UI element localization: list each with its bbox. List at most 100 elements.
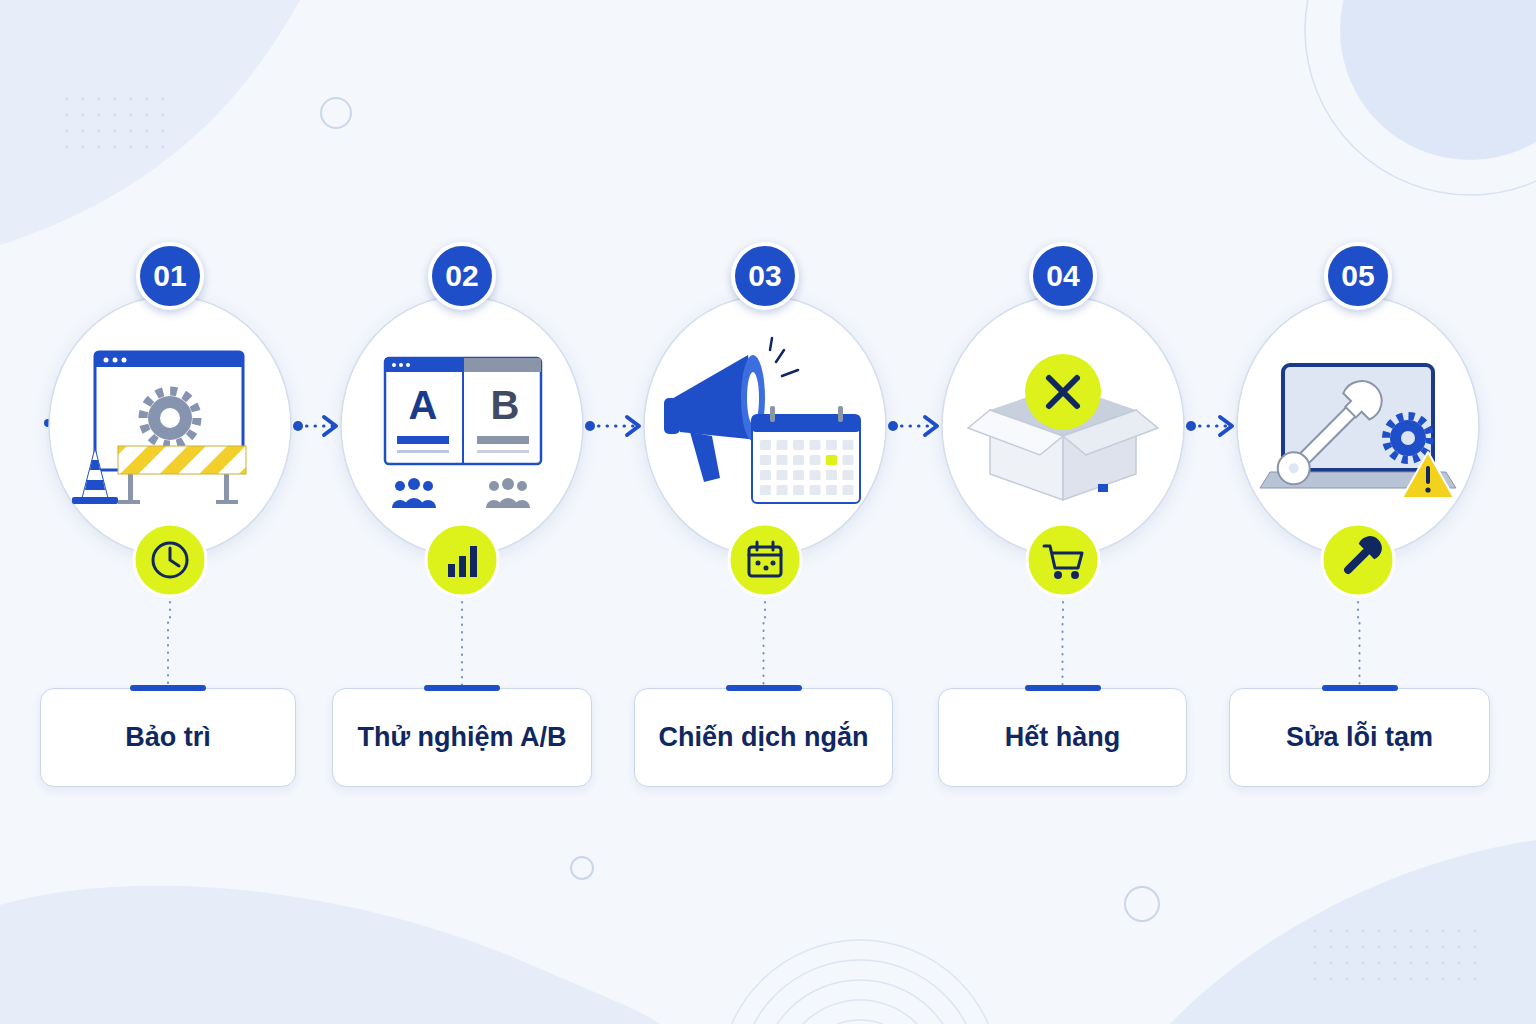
cart-icon [1056,573,1061,578]
circle-outline [49,296,291,556]
wrench-icon [1342,549,1369,576]
ab-test-illustration [477,436,529,444]
hotfix-illustration [1260,472,1456,488]
campaign-illustration [843,440,854,450]
maintenance-illustration [82,448,108,498]
background-blobs [760,980,960,1024]
campaign-illustration [810,455,821,465]
calendar-icon [756,542,759,550]
hotfix-illustration [1271,446,1316,491]
maintenance-illustration [72,352,246,504]
accent-bar [424,685,500,691]
background-blobs [571,857,593,879]
campaign-illustration [793,455,804,465]
step-number: 04 [1029,242,1097,310]
maintenance-illustration [95,352,243,470]
step-circle: 04 [941,295,1185,557]
hotfix-illustration [1336,373,1389,426]
calendar-icon [749,554,781,557]
step-label-box: Chiến dịch ngắn [634,688,893,787]
campaign-illustration [826,470,837,480]
step-label: Thử nghiệm A/B [357,722,566,753]
accent-bar [130,685,206,691]
background-blobs [55,85,165,155]
background-blobs [1125,887,1159,921]
step-number: 02 [428,242,496,310]
ab-test-illustration [385,358,541,508]
out-of-stock-illustration [1063,410,1158,455]
accent-bar [726,685,802,691]
ab-test-illustration [397,436,449,444]
campaign-illustration [793,485,804,495]
campaign-illustration [826,485,837,495]
maintenance-illustration [148,396,192,440]
ab-test-illustration [462,358,464,464]
maintenance-illustration [118,500,140,504]
out-of-stock-illustration [968,354,1158,500]
hotfix-illustration [1269,373,1390,494]
campaign-illustration [810,485,821,495]
campaign-illustration [826,455,837,465]
ab-test-illustration [489,481,499,491]
campaign-illustration [777,470,788,480]
background-blobs [0,0,300,245]
ab-test-illustration [423,481,433,491]
background-blobs [780,1000,940,1024]
clock-icon [153,543,187,577]
step-label: Sửa lỗi tạm [1286,722,1433,753]
step-label-box: Bảo trì [40,688,296,787]
maintenance-illustration [104,358,109,363]
background-blobs [321,98,351,128]
hotfix-illustration [1390,420,1426,456]
circle-outline [644,296,886,556]
campaign-illustration [760,440,854,495]
maintenance-illustration [72,497,118,504]
calendar-icon [749,547,781,576]
hotfix-illustration [1426,466,1430,484]
ab-test-illustration [392,363,396,367]
campaign-illustration [793,470,804,480]
maintenance-illustration [160,408,180,428]
maintenance-illustration [122,358,127,363]
out-of-stock-illustration [1025,354,1101,430]
background-blobs [720,940,1000,1024]
ab-test-illustration [395,481,405,491]
background-blobs [800,1020,920,1024]
icon-circles [729,524,801,596]
ab-test-illustration [385,358,541,464]
ab-test-illustration [385,358,463,372]
ab-test-illustration [477,450,529,453]
campaign-illustration [770,338,798,376]
ab-test-illustration [397,450,449,453]
campaign-illustration [752,415,860,503]
ab-test-illustration [486,500,502,508]
campaign-illustration [760,470,771,480]
bar-chart-icon [459,556,466,577]
hotfix-illustration [1386,416,1430,460]
ab-test-illustration [420,500,436,508]
maintenance-illustration [95,352,243,367]
hotfix-illustration [1402,452,1454,498]
circle-outline [341,296,583,556]
ab-test-illustration [408,478,420,490]
background-blobs [1300,920,1480,990]
campaign-illustration [741,355,765,441]
campaign-illustration [690,432,720,482]
campaign-illustration [843,470,854,480]
calendar-icon [772,562,774,564]
step-label-box: Sửa lỗi tạm [1229,688,1490,787]
flow-arrow [590,425,639,428]
cart-icon [1044,546,1082,578]
campaign-illustration [777,485,788,495]
background-blobs [1305,0,1536,195]
campaign-illustration [793,440,804,450]
maintenance-illustration [118,446,246,474]
calendar-icon [765,567,767,569]
ab-test-illustration [463,358,541,372]
step-number: 03 [731,242,799,310]
hotfix-illustration [1401,431,1415,445]
accent-bar [1025,685,1101,691]
hotfix-illustration [1287,461,1301,475]
